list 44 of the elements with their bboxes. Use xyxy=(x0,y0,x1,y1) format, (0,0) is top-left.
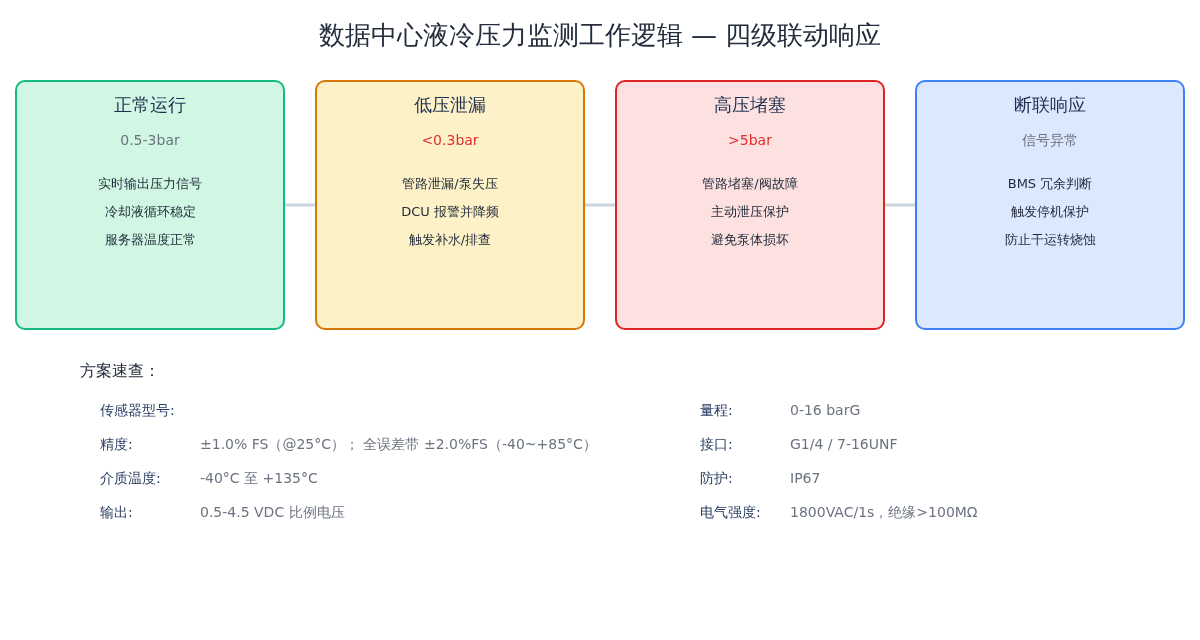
spec-label: 量程: xyxy=(700,401,733,420)
connector-line xyxy=(585,203,615,207)
spec-value: G1/4 / 7-16UNF xyxy=(790,435,898,454)
spec-value: -40°C 至 +135°C xyxy=(200,469,318,488)
card-title: 高压堵塞 xyxy=(714,93,786,117)
card-text-line: 触发补水/排查 xyxy=(408,231,492,249)
card-text-line: BMS 冗余判断 xyxy=(1007,175,1093,193)
diagram-title: 数据中心液冷压力监测工作逻辑 — 四级联动响应 xyxy=(318,19,882,52)
card-title: 低压泄漏 xyxy=(414,93,486,117)
spec-label: 防护: xyxy=(700,469,733,488)
status-card xyxy=(615,80,885,330)
connector-line xyxy=(885,203,915,207)
card-subtitle: 信号异常 xyxy=(1022,131,1078,150)
spec-value: 0-16 barG xyxy=(790,401,861,420)
card-title: 断联响应 xyxy=(1014,93,1086,117)
card-text-line: 实时输出压力信号 xyxy=(98,175,202,193)
spec-label: 接口: xyxy=(700,435,733,454)
card-text-line: 避免泵体损坏 xyxy=(711,231,789,249)
card-text-line: DCU 报警并降频 xyxy=(401,203,499,221)
card-text-line: 管路泄漏/泵失压 xyxy=(402,175,498,193)
card-text-line: 防止干运转烧蚀 xyxy=(1004,231,1096,249)
spec-label: 输出: xyxy=(100,503,133,522)
card-text-line: 管路堵塞/阀故障 xyxy=(702,175,798,193)
card-subtitle: >5bar xyxy=(728,131,772,150)
spec-value: 1800VAC/1s，绝缘>100MΩ xyxy=(790,503,978,522)
section-heading: 方案速查： xyxy=(80,360,160,382)
spec-label: 传感器型号: xyxy=(100,401,175,420)
spec-value: IP67 xyxy=(790,469,821,488)
spec-value: ±1.0% FS（@25°C）； 全误差带 ±2.0%FS（-40~+85°C） xyxy=(200,435,597,454)
spec-value: 0.5-4.5 VDC 比例电压 xyxy=(200,503,345,522)
card-text-line: 触发停机保护 xyxy=(1011,203,1089,221)
status-card xyxy=(915,80,1185,330)
card-subtitle: <0.3bar xyxy=(421,131,479,150)
spec-label: 精度: xyxy=(100,435,133,454)
card-subtitle: 0.5-3bar xyxy=(120,131,180,150)
card-text-line: 主动泄压保护 xyxy=(711,203,789,221)
card-text-line: 冷却液循环稳定 xyxy=(104,203,196,221)
connector-line xyxy=(285,203,315,207)
card-text-line: 服务器温度正常 xyxy=(104,231,196,249)
status-card xyxy=(315,80,585,330)
status-card xyxy=(15,80,285,330)
spec-label: 介质温度: xyxy=(100,469,161,488)
spec-label: 电气强度: xyxy=(700,503,761,522)
card-title: 正常运行 xyxy=(114,93,186,117)
